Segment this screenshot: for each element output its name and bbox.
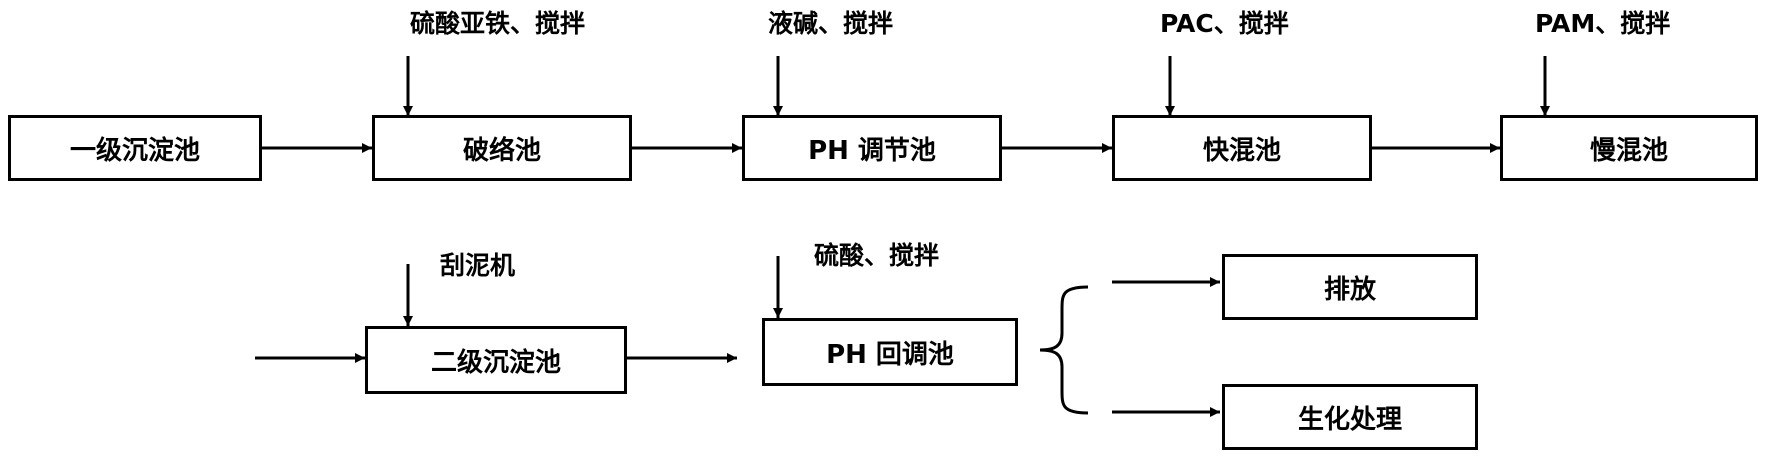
input-label-pam: PAM、搅拌	[1535, 9, 1671, 38]
ph-readjustment-tank: PH 回调池	[762, 318, 1018, 386]
split-brace	[1039, 285, 1089, 415]
biochemical-treatment-box: 生化处理	[1222, 384, 1478, 450]
input-label-liquid-caustic: 液碱、搅拌	[768, 9, 894, 38]
input-label-sludge-scraper: 刮泥机	[440, 251, 516, 280]
input-label-sulfuric-acid: 硫酸、搅拌	[814, 241, 940, 270]
input-label-ferrous-sulfate: 硫酸亚铁、搅拌	[410, 9, 586, 38]
slow-mixing-tank: 慢混池	[1500, 115, 1758, 181]
complex-breaking-tank: 破络池	[372, 115, 632, 181]
ph-adjustment-tank: PH 调节池	[742, 115, 1002, 181]
primary-sedimentation-tank: 一级沉淀池	[8, 115, 262, 181]
secondary-sedimentation-tank: 二级沉淀池	[365, 326, 627, 394]
fast-mixing-tank: 快混池	[1112, 115, 1372, 181]
input-label-pac: PAC、搅拌	[1160, 9, 1289, 38]
discharge-box: 排放	[1222, 254, 1478, 320]
